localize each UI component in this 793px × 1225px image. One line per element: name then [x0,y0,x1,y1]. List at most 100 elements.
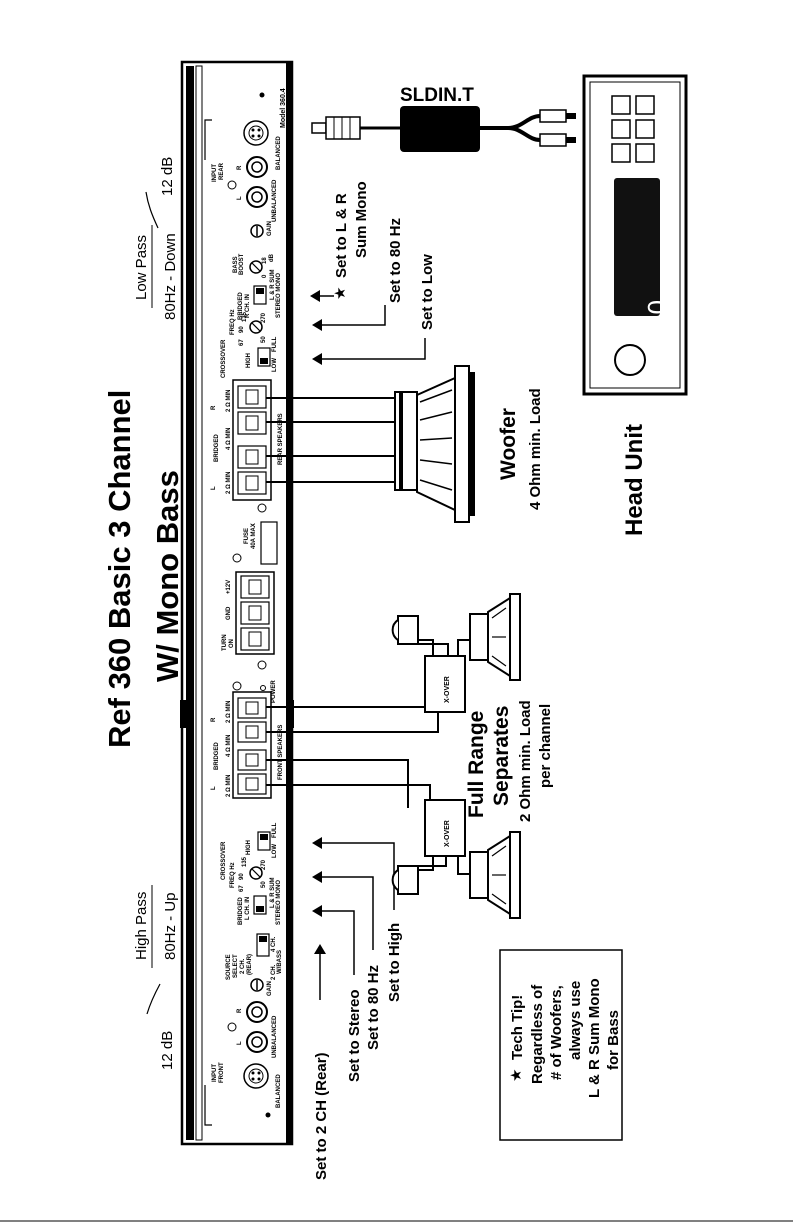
midrange-lower [469,831,521,919]
balanced-connector-rear[interactable] [243,120,269,146]
balanced-connector-front[interactable] [243,1063,269,1089]
front-l-ch-in-label: L CH. IN [245,897,251,920]
annot-low: Set to Low [419,254,436,330]
front-r-top: R [211,717,217,722]
sldin-adapter: SLDIN.T [311,85,576,152]
title-line-1: Ref 360 Basic 3 Channel [102,390,137,748]
rear-tick-90: 90 [239,326,245,333]
high-low-switch-front[interactable] [257,831,271,851]
rca-r-front[interactable] [246,1001,268,1023]
unbalanced-label-rear: UNBALANCED [272,179,278,222]
head-unit-display-text: 01 0:00 [642,300,672,387]
tweeter-upper [391,615,419,645]
high-pass-label-group: High Pass 80Hz - Up 12 dB [133,885,179,1070]
rear-stereo-mono-label: STEREO MONO [276,273,282,318]
rear-tick-67: 67 [239,339,245,346]
preset-button-3[interactable] [611,119,631,139]
input-front: R L INPUT FRONT UNBALANCED BALANCED [212,1001,282,1108]
front-crossover-label: CROSSOVER [221,841,227,880]
tech-tip-line-6: for Bass [605,1010,622,1070]
star-bullet: ★ [332,287,349,300]
plus12v-label: +12V [226,580,232,594]
rca-l-front[interactable] [246,1031,268,1053]
front-bridged-top: BRIDGED [214,742,220,770]
rear-r-ch-in-label: R CH. IN [245,294,251,318]
source-select-switch[interactable] [256,933,270,957]
right-annotations: ★ Set to L & R Sum Mono Set to 80 Hz Set… [310,181,436,365]
front-tick-270: 270 [261,859,267,870]
gain-label-rear: GAIN [267,221,273,236]
rear-tick-270: 270 [261,312,267,323]
tweeter-lower [391,865,419,895]
front-high-label: HIGH [246,840,252,855]
power-terminal[interactable] [235,571,275,655]
l-label-front: L [237,1041,243,1045]
annot-stereo: Set to Stereo [346,989,363,1082]
front-tick-67: 67 [239,885,245,892]
turn-on-label-2: ON [229,639,235,648]
woofer-load: 4 Ohm min. Load [527,388,544,510]
gain-knob-front[interactable] [250,978,264,992]
head-unit-display [614,178,660,316]
fuse-label-2: 40A MAX [251,523,257,549]
bass-boost-knob[interactable] [249,260,263,274]
balanced-label-rear: BALANCED [276,136,282,170]
input-front-label-1: INPUT [212,1064,218,1082]
full-range-line2: Separates [490,706,513,806]
tech-tip-star: ★ [508,1069,525,1082]
bass-tick-0: 0 [262,274,268,278]
rear-speaker-terminal[interactable] [232,379,272,501]
front-speaker-terminal[interactable] [232,691,272,799]
source-select-4: (REAR) [247,954,253,975]
gnd-label: GND [226,606,232,620]
front-tick-50: 50 [261,881,267,888]
rca-l-rear[interactable] [246,186,268,208]
low-pass-label: Low Pass [133,235,150,300]
xover-upper-label: X-OVER [444,676,451,703]
midrange-upper [469,593,521,681]
xover-lower: X-OVER [424,799,466,857]
rear-high-label: HIGH [246,353,252,368]
crossover-freq-knob-rear[interactable] [249,320,263,334]
preset-button-5[interactable] [611,143,631,163]
crossover-freq-knob-front[interactable] [249,866,263,880]
annot-lr-sum-1: Set to L & R [333,193,350,278]
rear-lr-sum-label: L & R SUM [270,269,276,300]
source-2ch-label: 2 CH. [271,964,277,980]
source-4ch-label: 4 CH. [271,936,277,952]
bass-tick-db: dB [269,253,275,262]
preset-button-2[interactable] [635,95,655,115]
source-select-2: SELECT [233,954,239,978]
input-front-label-2: FRONT [219,1062,225,1083]
bridged-switch-rear[interactable] [253,285,267,305]
rear-bridged-top: BRIDGED [214,434,220,462]
input-rear-label-2: REAR [219,162,225,180]
volume-knob[interactable] [614,344,646,376]
xover-upper: X-OVER [424,655,466,713]
high-pass-freq: 80Hz - Up [162,892,179,960]
model-label: Model 360.4 [280,88,287,128]
sldin-label: SLDIN.T [400,85,474,106]
input-rear-label-1: INPUT [212,164,218,182]
rear-ohm-2a: 2 Ω MIN [226,390,232,412]
preset-button-1[interactable] [611,95,631,115]
r-label-front: R [237,1008,243,1013]
low-pass-freq: 80Hz - Down [162,233,179,320]
preset-button-6[interactable] [635,143,655,163]
high-low-switch-rear[interactable] [257,347,271,367]
annot-2ch-rear: Set to 2 CH (Rear) [313,1052,330,1180]
rear-tick-50: 50 [261,336,267,343]
rca-r-rear[interactable] [246,156,268,178]
turn-on-label-1: TURN [222,634,228,651]
low-pass-label-group: Low Pass 80Hz - Down 12 dB [133,157,179,320]
front-l-top: L [211,786,217,790]
bridged-switch-front[interactable] [253,895,267,915]
head-unit: 01 0:00 Head Unit [582,74,688,536]
woofer: Woofer 4 Ohm min. Load [266,365,544,523]
fuse [260,521,278,565]
input-rear: INPUT REAR BALANCED UNBALANCED R L [212,120,282,222]
rear-l-top: L [211,486,217,490]
gain-knob-rear[interactable] [250,224,264,238]
preset-button-4[interactable] [635,119,655,139]
front-bridged-label: BRIDGED [238,897,244,925]
